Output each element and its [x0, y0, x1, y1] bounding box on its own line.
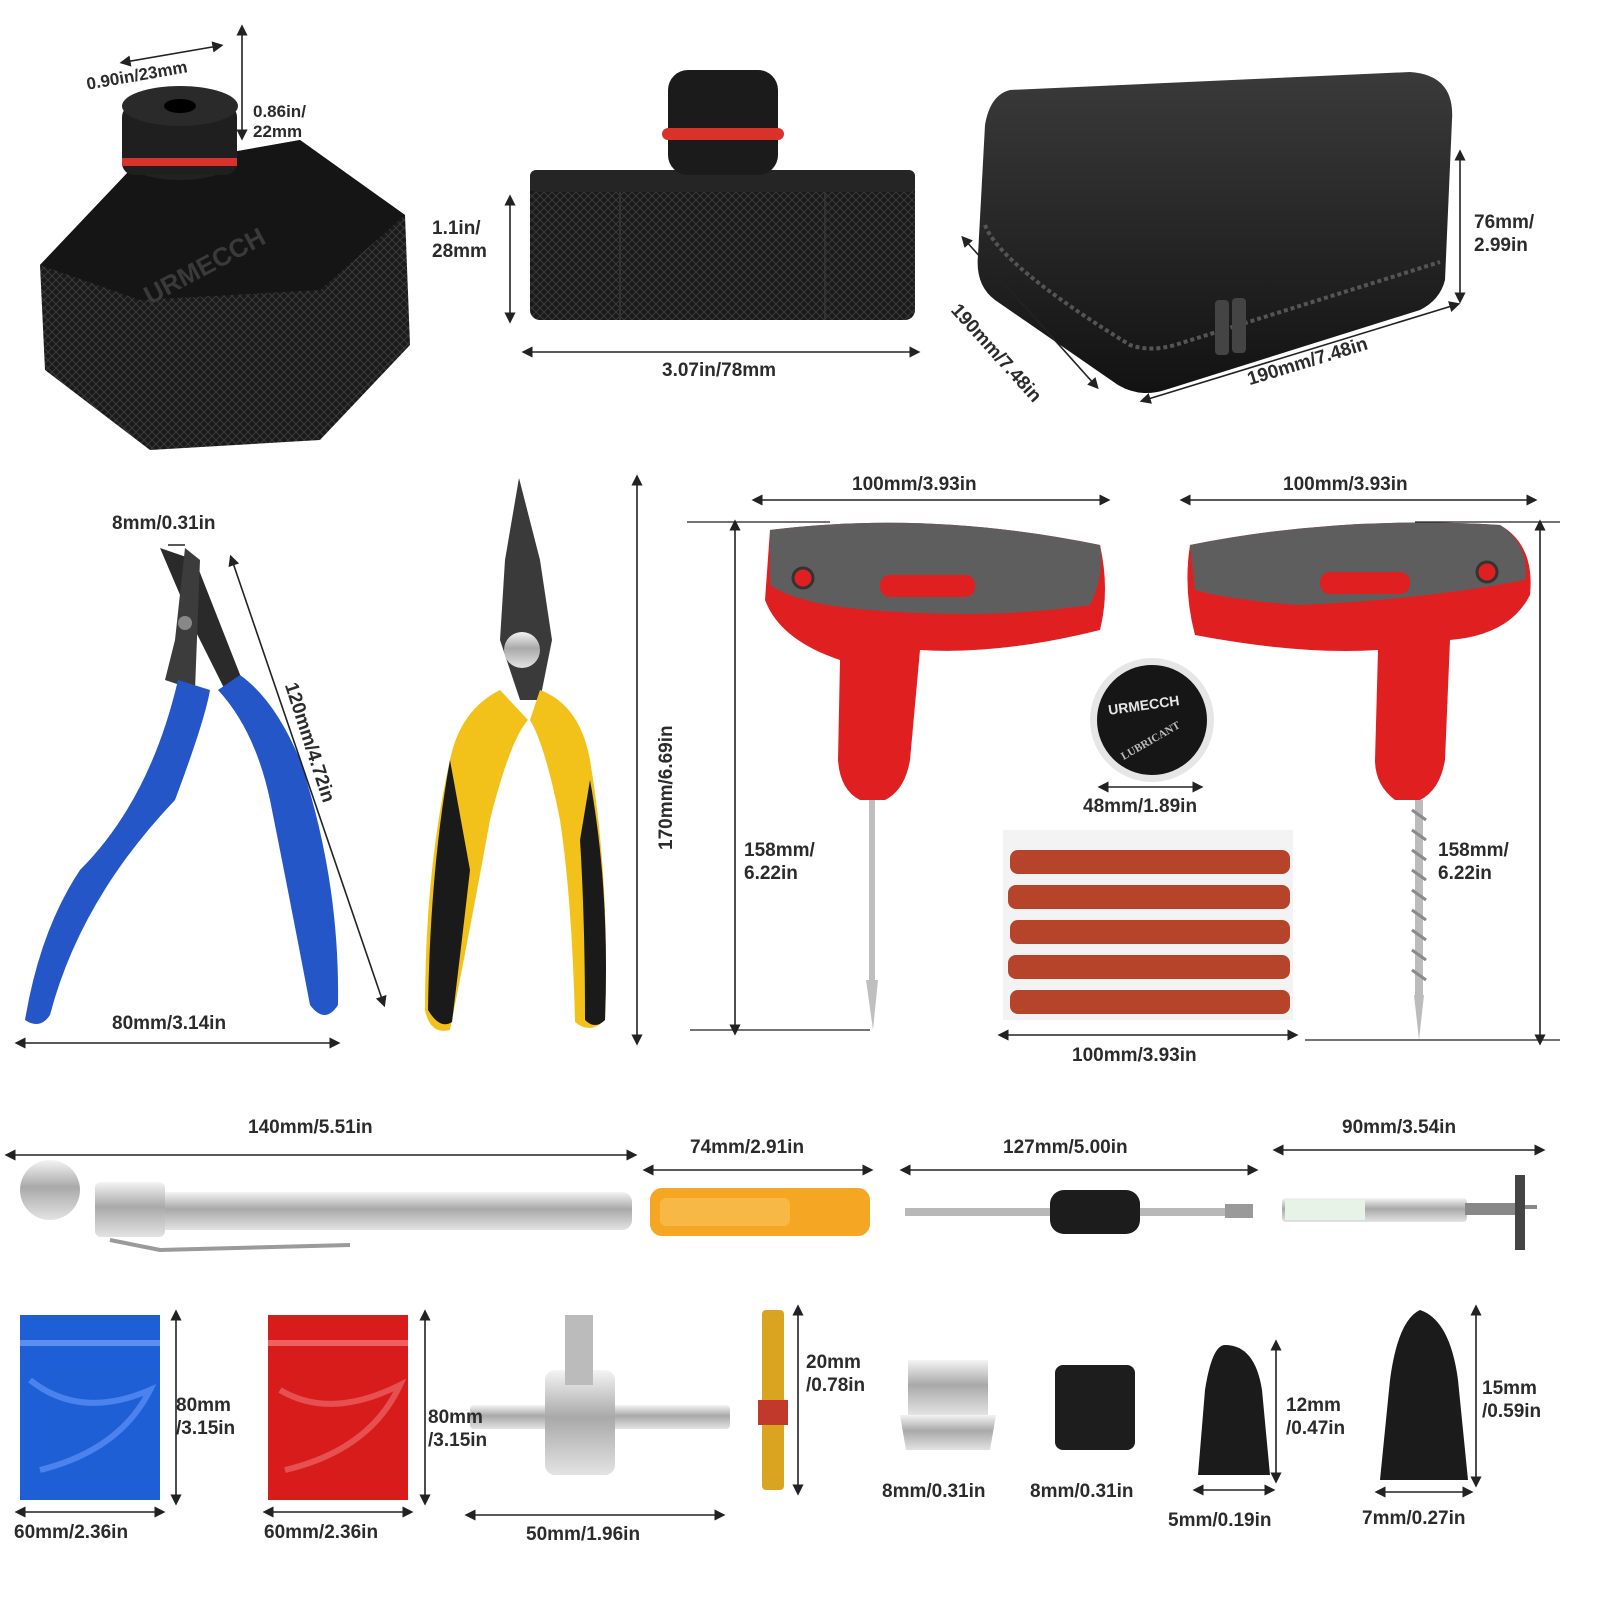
blue-storage-bag	[20, 1315, 160, 1500]
jack-pad-side	[530, 70, 915, 320]
jack-pad-angled: URMECCH	[40, 86, 410, 450]
small-nail-height-label: 12mm/0.47in	[1286, 1395, 1346, 1439]
jack-pad-height-label: 1.1in/28mm	[432, 218, 487, 262]
rasp-tool	[1187, 522, 1531, 1040]
cutter-width-label: 80mm/3.14in	[112, 1013, 227, 1034]
case-height-label: 76mm/2.99in	[1474, 212, 1535, 256]
valve-core-height-label: 20mm/0.78in	[806, 1352, 866, 1396]
short-screwdriver	[650, 1188, 870, 1236]
blue-bag-width-label: 60mm/2.36in	[14, 1522, 129, 1543]
needle-insert-tool	[765, 522, 1105, 1030]
large-nail-width-label: 7mm/0.27in	[1362, 1508, 1466, 1529]
needle-nose-pliers	[425, 478, 606, 1031]
red-storage-bag	[268, 1315, 408, 1500]
valve-core-tool	[470, 1315, 730, 1475]
tire-plug-strips	[1003, 830, 1293, 1020]
blue-bag-height-label: 80mm/3.15in	[176, 1395, 236, 1439]
plug-strips-width-label: 100mm/3.93in	[1072, 1045, 1197, 1066]
metal-cap-width-label: 8mm/0.31in	[882, 1481, 986, 1502]
large-nail-height-label: 15mm/0.59in	[1482, 1378, 1542, 1422]
tread-gauge-length-label: 90mm/3.54in	[1342, 1117, 1457, 1138]
lubricant-jar	[1090, 658, 1214, 782]
valve-core	[758, 1310, 788, 1490]
tread-depth-gauge	[1282, 1175, 1537, 1250]
large-rubber-nail	[1380, 1310, 1468, 1480]
metal-valve-cap	[900, 1360, 996, 1450]
gauge-length-label: 140mm/5.51in	[248, 1117, 373, 1138]
lubricant-width-label: 48mm/1.89in	[1083, 796, 1198, 817]
pliers-length-label: 170mm/6.69in	[656, 725, 677, 850]
rasp-tool-width-label: 100mm/3.93in	[1283, 474, 1408, 495]
screwdriver	[905, 1190, 1253, 1234]
tire-pressure-gauge	[20, 1160, 632, 1253]
needle-tool-width-label: 100mm/3.93in	[852, 474, 977, 495]
screwdriver-length-label: 127mm/5.00in	[1003, 1137, 1128, 1158]
small-nail-width-label: 5mm/0.19in	[1168, 1510, 1272, 1531]
rasp-tool-height-label: 158mm/6.22in	[1438, 840, 1509, 884]
black-valve-cap	[1055, 1365, 1135, 1450]
flush-cutter	[25, 548, 339, 1024]
red-bag-height-label: 80mm/3.15in	[428, 1407, 488, 1451]
needle-tool-height-label: 158mm/6.22in	[744, 840, 815, 884]
small-rubber-nail	[1198, 1345, 1270, 1475]
jack-pad-top-height-label: 0.86in/22mm	[253, 102, 306, 142]
valve-tool-width-label: 50mm/1.96in	[526, 1524, 641, 1545]
storage-case	[977, 72, 1453, 394]
jack-pad-width-label: 3.07in/78mm	[662, 360, 777, 381]
cutter-tip-label: 8mm/0.31in	[112, 513, 216, 534]
short-screwdriver-length-label: 74mm/2.91in	[690, 1137, 805, 1158]
black-cap-width-label: 8mm/0.31in	[1030, 1481, 1134, 1502]
red-bag-width-label: 60mm/2.36in	[264, 1522, 379, 1543]
